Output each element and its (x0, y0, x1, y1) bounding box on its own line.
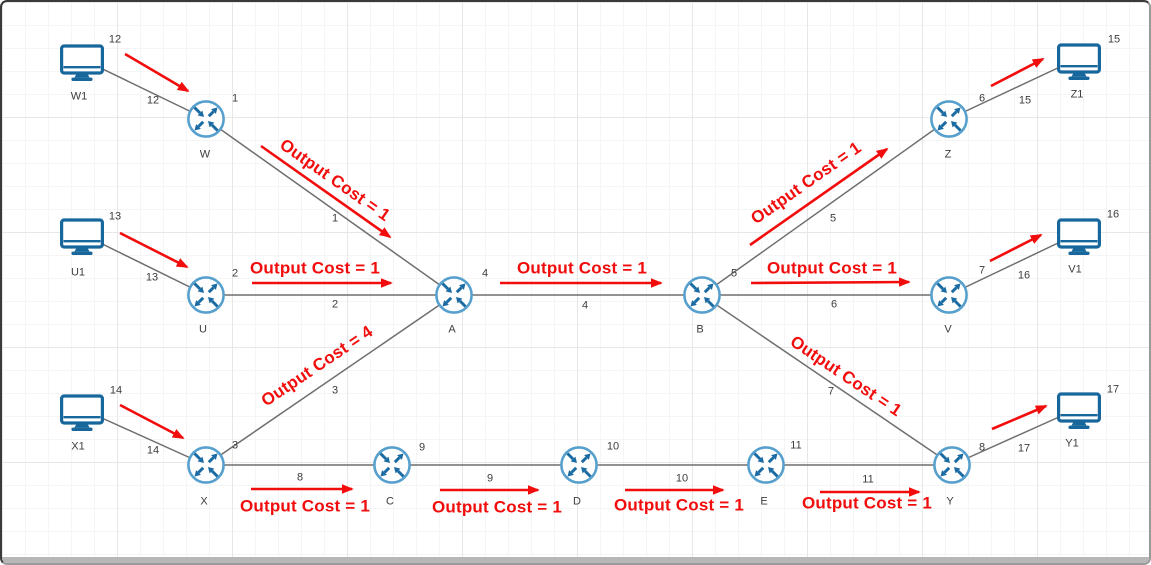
cost-label-X-C[interactable]: Output Cost = 1 (239, 496, 371, 516)
router-icon-X[interactable] (186, 445, 226, 485)
link-number-B-V: 6 (830, 298, 838, 311)
router-label-V: V (944, 323, 952, 336)
router-icon-A[interactable] (434, 275, 474, 315)
router-icon-C[interactable] (372, 445, 412, 485)
router-number-W: 1 (231, 92, 239, 105)
router-icon-B[interactable] (682, 275, 722, 315)
flow-arrow-W1-W[interactable] (124, 52, 190, 93)
link-line-X-A[interactable] (205, 294, 455, 466)
router-number-Z: 6 (978, 92, 986, 105)
computer-label-Y1: Y1 (1065, 437, 1079, 450)
computer-number-Y1: 17 (1106, 383, 1120, 396)
link-number-Y-Y1: 17 (1017, 442, 1031, 455)
link-number-C-D: 9 (486, 472, 494, 485)
link-number-W-A: 1 (331, 212, 339, 225)
computer-number-Z1: 15 (1107, 33, 1121, 46)
router-number-D: 10 (606, 440, 620, 453)
link-number-B-Z: 5 (829, 212, 837, 225)
flow-arrow-B-Z[interactable] (749, 147, 889, 247)
router-label-A: A (448, 323, 456, 336)
link-number-B-Y: 7 (827, 385, 835, 398)
router-number-A: 4 (481, 267, 489, 280)
router-icon-V[interactable] (929, 275, 969, 315)
link-number-Z-Z1: 15 (1018, 94, 1032, 107)
router-number-U: 2 (231, 267, 239, 280)
router-number-C: 9 (418, 441, 426, 454)
router-label-B: B (696, 323, 704, 336)
cost-label-E-Y[interactable]: Output Cost = 1 (801, 493, 933, 513)
router-label-Z: Z (944, 148, 952, 161)
flow-arrow-Y-Y1[interactable] (991, 404, 1048, 431)
computer-number-U1: 13 (108, 210, 122, 223)
link-number-X-A: 3 (331, 384, 339, 397)
computer-number-W1: 12 (108, 33, 122, 46)
link-number-D-E: 10 (675, 472, 689, 485)
router-number-X: 3 (231, 439, 239, 452)
computer-icon-V1[interactable] (1056, 218, 1102, 257)
computer-number-X1: 14 (109, 384, 123, 397)
router-icon-D[interactable] (559, 445, 599, 485)
router-icon-Z[interactable] (929, 99, 969, 139)
flow-arrow-X1-X[interactable] (119, 403, 185, 440)
cost-label-D-E[interactable]: Output Cost = 1 (613, 495, 745, 515)
link-number-U-A: 2 (331, 298, 339, 311)
link-number-W1-W: 12 (146, 94, 160, 107)
router-number-E: 11 (790, 439, 802, 452)
cost-label-U-A[interactable]: Output Cost = 1 (249, 258, 381, 278)
router-label-Y: Y (946, 495, 954, 508)
flow-arrow-W-A[interactable] (260, 144, 392, 239)
computer-icon-X1[interactable] (59, 394, 104, 433)
computer-label-V1: V1 (1068, 263, 1082, 276)
router-label-X: X (200, 495, 208, 508)
flow-arrow-Z-Z1[interactable] (990, 57, 1045, 88)
computer-number-V1: 16 (1106, 208, 1120, 221)
router-label-U: U (199, 323, 207, 336)
cost-label-A-B[interactable]: Output Cost = 1 (516, 258, 648, 278)
link-number-X-C: 8 (296, 471, 304, 484)
flow-arrow-B-V[interactable] (750, 277, 911, 287)
router-label-E: E (760, 495, 768, 508)
router-icon-W[interactable] (186, 99, 226, 139)
link-number-X1-X: 14 (146, 444, 160, 457)
link-line-B-Z[interactable] (701, 118, 950, 296)
computer-icon-Y1[interactable] (1056, 392, 1102, 431)
cost-label-C-D[interactable]: Output Cost = 1 (431, 497, 563, 517)
flow-arrow-V-V1[interactable] (989, 233, 1043, 263)
computer-label-X1: X1 (71, 440, 85, 453)
router-label-D: D (573, 495, 581, 508)
router-label-C: C (386, 495, 394, 508)
computer-icon-Z1[interactable] (1056, 43, 1102, 82)
computer-label-U1: U1 (70, 266, 86, 279)
cost-label-B-V[interactable]: Output Cost = 1 (766, 258, 898, 278)
router-icon-Y[interactable] (932, 445, 972, 485)
computer-icon-U1[interactable] (59, 218, 104, 257)
router-label-W: W (199, 148, 211, 161)
computer-label-W1: W1 (70, 90, 88, 103)
horizontal-scrollbar[interactable] (2, 557, 1149, 563)
flow-arrow-U1-U[interactable] (119, 231, 189, 269)
link-number-U1-U: 13 (145, 271, 159, 284)
link-line-B-Y[interactable] (701, 294, 953, 466)
router-icon-E[interactable] (746, 445, 786, 485)
link-number-V-V1: 16 (1017, 269, 1031, 282)
link-line-W-A[interactable] (205, 118, 455, 296)
router-number-Y: 8 (978, 441, 986, 454)
link-number-A-B: 4 (581, 299, 589, 312)
router-icon-U[interactable] (186, 275, 226, 315)
link-number-E-Y: 11 (862, 473, 874, 486)
router-number-B: 5 (730, 267, 738, 280)
router-number-V: 7 (978, 264, 986, 277)
computer-label-Z1: Z1 (1070, 88, 1084, 101)
computer-icon-W1[interactable] (59, 44, 104, 83)
